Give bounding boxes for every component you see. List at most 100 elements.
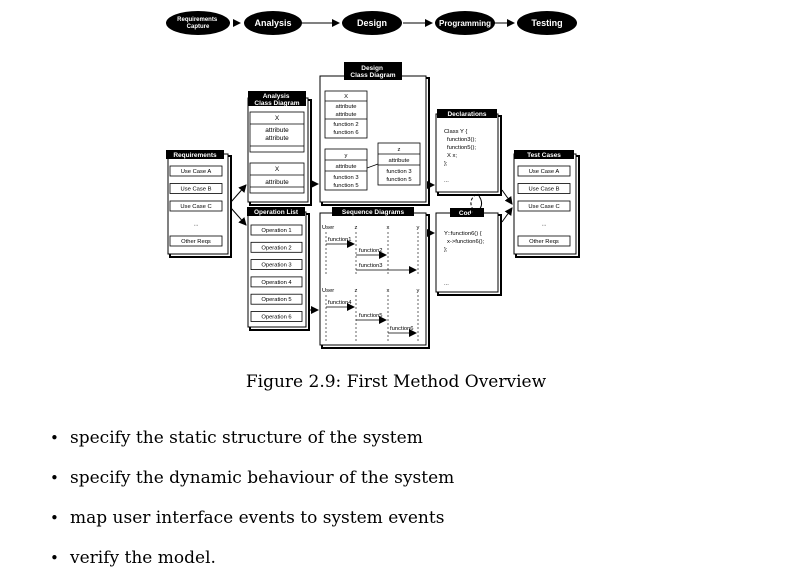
- analysis-class-diagram-title: Analysis Class Diagram: [254, 93, 299, 107]
- test-case-item-label: Use Case C: [528, 204, 559, 210]
- seq2-msg-1: function4: [328, 300, 352, 306]
- declarations-line-5: };: [444, 161, 448, 167]
- test-case-item-box: [517, 235, 571, 247]
- design-class-z-op-2: function 5: [386, 177, 411, 183]
- design-class-y-name: y: [345, 153, 348, 159]
- pipeline-programming-label: Programming: [439, 19, 491, 28]
- pipeline-analysis: [244, 11, 302, 35]
- seq1-lifeline-y: y: [417, 225, 420, 231]
- test-case-item-box: [517, 165, 571, 177]
- test-case-item-box: [517, 183, 571, 194]
- operation-item-label: Operation 1: [261, 228, 291, 234]
- pipeline-requirements-capture-label: Requirements Capture: [177, 17, 219, 30]
- design-class-x-op-1: function 2: [333, 122, 358, 128]
- bullet-text: specify the dynamic behaviour of the sys…: [70, 468, 455, 488]
- bullet-item: • specify the dynamic behaviour of the sy…: [50, 466, 454, 506]
- operation-item-box: [250, 276, 303, 288]
- design-class-z-attr-1: attribute: [389, 158, 410, 164]
- operation-item-label: Operation 5: [261, 297, 291, 303]
- operation-item-label: Operation 6: [261, 315, 291, 321]
- seq1-msg-2: function2: [359, 248, 383, 254]
- design-class-x-attr-1: attribute: [336, 104, 357, 110]
- bullet-item: • verify the model.: [50, 546, 454, 586]
- design-class-x-op-2: function 6: [333, 130, 358, 136]
- analysis-class-x-1-name: X: [275, 115, 280, 122]
- design-class-diagram-title: Design Class Diagram: [350, 65, 395, 79]
- design-class-z: z attribute function 3 function 5: [377, 142, 421, 186]
- seq1-msg-1: function1: [328, 237, 352, 243]
- code-line-2: x->function6();: [447, 239, 485, 245]
- seq2-lifeline-z: z: [355, 288, 358, 294]
- bullet-item: • map user interface events to system eve…: [50, 506, 454, 546]
- code-panel: Code Y::function6() { x->function6(); };…: [435, 208, 502, 296]
- bullet-text: map user interface events to system even…: [70, 508, 445, 528]
- operation-item-label: Operation 2: [261, 245, 291, 251]
- seq2-lifeline-user: User: [322, 288, 334, 294]
- pipeline-programming: [435, 11, 495, 35]
- declarations-line-2: function3();: [447, 137, 476, 143]
- requirement-item-box: [169, 235, 223, 247]
- pipeline: Requirements Capture Analysis Design Pro…: [166, 11, 577, 35]
- pipeline-requirements-capture: [166, 11, 230, 35]
- requirements-title: Requirements: [173, 152, 217, 159]
- design-class-z-name: z: [398, 147, 401, 153]
- requirement-item-label: Use Case B: [181, 187, 212, 193]
- requirement-item-label: Other Reqs: [181, 239, 211, 245]
- operation-item-label: Operation 3: [261, 263, 291, 269]
- design-class-y-attr-1: attribute: [336, 164, 357, 170]
- pipeline-design-label: Design: [357, 18, 387, 28]
- pipeline-testing-label: Testing: [531, 18, 562, 28]
- design-class-x: X attribute attribute function 2 functio…: [324, 90, 368, 139]
- pipeline-analysis-label: Analysis: [254, 18, 291, 28]
- code-line-3: };: [444, 247, 448, 253]
- requirement-item-box: [169, 200, 223, 212]
- operation-item-box: [250, 259, 303, 271]
- declarations-title: Declarations: [447, 111, 486, 118]
- code-line-1: Y::function6() {: [444, 231, 482, 237]
- pipeline-testing: [517, 11, 577, 35]
- seq1-lifeline-user: User: [322, 225, 334, 231]
- bullet-text: verify the model.: [70, 548, 216, 568]
- pipeline-design: [342, 11, 402, 35]
- bullet-dot: •: [50, 549, 59, 567]
- declarations-panel: Declarations Class Y { function3(); func…: [435, 109, 502, 196]
- operation-list-title: Operation List: [254, 209, 299, 216]
- seq2-lifeline-y: y: [417, 288, 420, 294]
- design-class-diagram-panel: Design Class Diagram X attribute attribu…: [319, 62, 430, 206]
- analysis-class-x-2-name: X: [275, 166, 280, 173]
- bullet-dot: •: [50, 469, 59, 487]
- seq1-lifeline-z: z: [355, 225, 358, 231]
- requirement-item-box: [169, 165, 223, 177]
- bullet-dot: •: [50, 509, 59, 527]
- flow-arrows: [230, 180, 513, 314]
- bullet-item: • specify the static structure of the sys…: [50, 426, 454, 466]
- design-class-y-op-1: function 3: [333, 175, 358, 181]
- sequence-diagrams-title: Sequence Diagrams: [342, 209, 405, 216]
- requirement-item-box: [169, 183, 223, 194]
- operation-list-items: Operation 1 Operation 2 Operation 3 Operati…: [250, 224, 303, 322]
- design-class-x-attr-2: attribute: [336, 112, 357, 118]
- design-class-z-op-1: function 3: [386, 169, 411, 175]
- test-case-item-label: ...: [542, 222, 547, 228]
- declarations-line-3: function5();: [447, 145, 476, 151]
- bullet-dot: •: [50, 429, 59, 447]
- analysis-class-x-2: X attribute: [249, 162, 305, 194]
- bullet-text: specify the static structure of the syst…: [70, 428, 423, 448]
- seq2-msg-2: function5: [359, 313, 383, 319]
- test-case-item-label: Use Case B: [529, 187, 560, 193]
- design-class-y-op-2: function 5: [333, 183, 358, 189]
- pipeline-requirements-word: Requirements: [177, 17, 218, 23]
- requirement-item-label: Use Case A: [181, 169, 212, 175]
- method-overview-figure: Requirements Capture Analysis Design Pro…: [166, 11, 580, 349]
- design-class-x-name: X: [344, 94, 348, 100]
- operation-item-label: Operation 4: [261, 280, 292, 286]
- bullet-list: • specify the static structure of the sys…: [50, 426, 454, 586]
- figure-caption: Figure 2.9: First Method Overview: [245, 372, 547, 392]
- operation-item-box: [250, 311, 303, 322]
- test-case-item-box: [517, 200, 571, 212]
